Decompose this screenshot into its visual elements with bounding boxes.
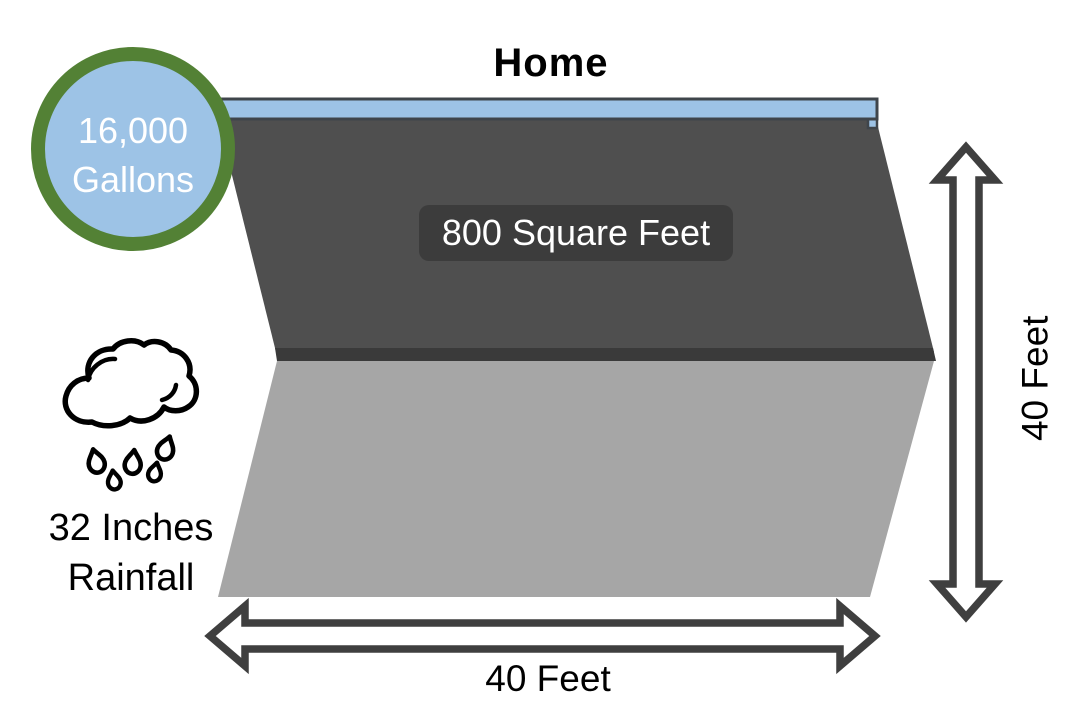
tank-capacity-value: 16,000 bbox=[77, 110, 189, 151]
width-dimension-label: 40 Feet bbox=[485, 658, 611, 699]
gutter-channel bbox=[210, 97, 879, 121]
storage-tank-circle bbox=[31, 47, 235, 251]
height-dimension-text: 40 Feet bbox=[1014, 315, 1056, 441]
width-arrow-icon bbox=[204, 597, 881, 675]
roof-area-value: 800 Square Feet bbox=[441, 212, 711, 253]
tank-capacity-unit: Gallons bbox=[71, 159, 195, 200]
roof-edge bbox=[275, 348, 936, 361]
rain-drop bbox=[154, 434, 176, 462]
rainfall-word: Rainfall bbox=[67, 557, 195, 599]
roof-area-badge: 800 Square Feet bbox=[419, 205, 733, 261]
rainfall-amount: 32 Inches bbox=[48, 507, 214, 549]
diagram-title: Home bbox=[493, 41, 609, 85]
rain-drop bbox=[86, 447, 108, 475]
house-front-face bbox=[218, 361, 934, 597]
rain-drop bbox=[105, 468, 123, 492]
cloud-inner-arc-right bbox=[159, 382, 179, 403]
cloud-inner-arc-left bbox=[85, 356, 118, 383]
rain-drop bbox=[122, 447, 143, 477]
height-arrow-icon bbox=[928, 141, 1004, 623]
tank-capacity-label: 16,000 Gallons bbox=[13, 106, 253, 204]
rainfall-label: 32 Inches Rainfall bbox=[0, 503, 262, 603]
rain-drop bbox=[145, 460, 164, 484]
rain-cloud-icon bbox=[62, 338, 200, 429]
rain-drops-icon bbox=[86, 434, 176, 492]
